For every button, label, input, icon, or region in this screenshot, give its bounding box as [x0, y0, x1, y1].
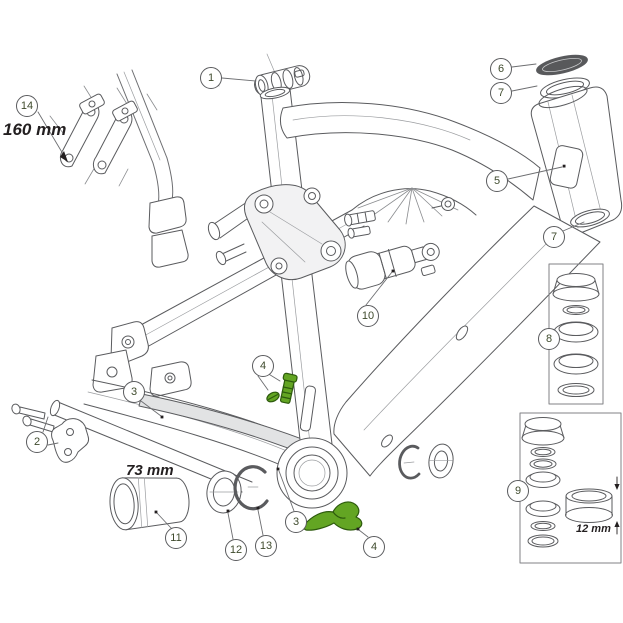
bb-bearing-cup-right-drawing	[428, 443, 454, 479]
headset-kit-box-lower	[519, 412, 622, 564]
rocker-link-drawing	[207, 184, 346, 281]
bb-shell-sleeve-drawing	[109, 477, 190, 531]
callout-4-cable-guide: 4	[363, 536, 385, 558]
bb-bearing-cup-drawing	[206, 470, 242, 514]
head-badge-drawing	[549, 145, 584, 189]
label-bottom-bracket-width: 73 mm	[126, 462, 174, 479]
callout-5: 5	[486, 170, 508, 192]
pivot-bolts-drawing	[344, 197, 455, 239]
label-headset-cup-height: 12 mm	[576, 523, 611, 535]
green-cable-guide-drawing	[302, 501, 363, 531]
green-setscrew-drawing	[266, 391, 280, 403]
bb-snap-ring-right-drawing	[398, 444, 421, 480]
callout-10: 10	[357, 305, 379, 327]
callout-6: 6	[490, 58, 512, 80]
callout-1: 1	[200, 67, 222, 89]
callout-3-chainstay: 3	[123, 381, 145, 403]
leader-arrowhead-14	[60, 151, 68, 162]
derailleur-hanger-drawing	[11, 403, 90, 463]
headset-spacer-lower-drawing	[570, 208, 610, 228]
rear-dropout-drawing	[92, 321, 192, 397]
callout-11: 11	[165, 527, 187, 549]
down-tube-drawing	[333, 205, 601, 477]
rear-shock-drawing	[345, 242, 440, 290]
dimension-arrows	[614, 476, 620, 535]
callout-9: 9	[507, 480, 529, 502]
top-tube-drawing	[279, 102, 541, 201]
headset-kit-box-upper	[548, 263, 604, 405]
green-bolt-drawing	[279, 372, 298, 404]
leader-lines	[37, 63, 585, 540]
callout-13: 13	[255, 535, 277, 557]
brake-mount-assembly-drawing	[49, 69, 220, 268]
callout-14: 14	[16, 95, 38, 117]
headset-top-cover-drawing	[536, 54, 588, 76]
callout-8: 8	[538, 328, 560, 350]
callout-4-screws: 4	[252, 355, 274, 377]
callout-12: 12	[225, 539, 247, 561]
bottom-bracket-drawing	[276, 437, 348, 509]
callout-2: 2	[26, 431, 48, 453]
green-highlight-parts	[266, 372, 363, 531]
callout-3-bottom-bracket: 3	[285, 511, 307, 533]
label-brake-adapter-size: 160 mm	[3, 120, 67, 139]
callout-7-lower: 7	[543, 226, 565, 248]
leader-dots	[154, 164, 566, 531]
head-tube-drawing	[530, 54, 623, 236]
callout-7-upper: 7	[490, 82, 512, 104]
